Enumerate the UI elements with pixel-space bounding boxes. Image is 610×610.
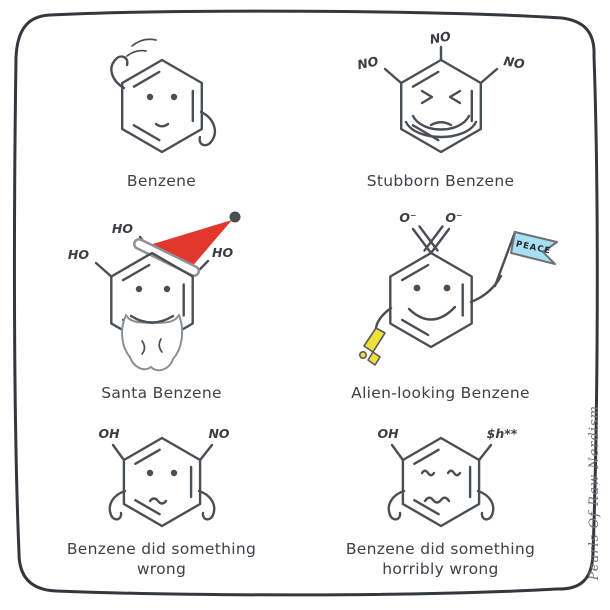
- carboxylate-double-bonds: [411, 225, 450, 255]
- right-arm: [197, 489, 215, 521]
- left-eye: [135, 285, 142, 293]
- substituent-label: OH: [377, 426, 399, 441]
- panel-grid: Benzene NO NO NO: [22, 20, 580, 586]
- beard-squiggles: [140, 338, 163, 355]
- santa-hat: [132, 211, 240, 277]
- substituent-label: NO: [208, 426, 229, 441]
- squeezed-eyes: [420, 89, 461, 105]
- frown-mouth: [429, 121, 452, 127]
- right-arm: [476, 489, 494, 521]
- caption: Benzene did something wrong: [66, 540, 257, 579]
- hat-brim-white: [135, 240, 197, 275]
- benzene-ring: [120, 58, 203, 154]
- double-bond: [132, 70, 160, 88]
- gun-handle: [366, 351, 381, 366]
- panel-benzene-wrong: OH NO Benzene did somethin: [22, 404, 301, 582]
- mouth: [154, 122, 169, 128]
- substituent-label: HO: [212, 245, 233, 260]
- panel-santa-benzene: HO HO HO: [22, 192, 301, 404]
- anxious-face: [420, 469, 461, 504]
- hexagon: [120, 58, 203, 154]
- face: [146, 93, 177, 128]
- flag-arm: [469, 274, 502, 304]
- face: [407, 284, 456, 321]
- substituent-label: NO: [502, 53, 526, 71]
- benzene-ring: [399, 58, 482, 154]
- gun-muzzle: [358, 351, 367, 360]
- substituent-bonds: [111, 443, 213, 462]
- hat-pompom: [229, 211, 240, 223]
- peace-flag: PEACE: [469, 230, 558, 304]
- benzene-ring: [388, 251, 473, 349]
- substituent-label: HO: [111, 221, 132, 236]
- motion-lines: [125, 38, 157, 57]
- panel-stubborn-benzene: NO NO NO Stubborn Be: [301, 20, 580, 192]
- substituent-label: $h**: [486, 426, 517, 441]
- panel-alien-benzene: O⁻ O⁻ PEACE: [301, 192, 580, 404]
- right-eye: [446, 469, 461, 477]
- trembling-mouth: [423, 496, 450, 504]
- panel-benzene-horribly-wrong: OH $h** Benzene did someth: [301, 404, 580, 582]
- left-eye: [420, 469, 435, 477]
- right-arm: [198, 110, 216, 147]
- santa-benzene-figure: HO HO HO: [67, 211, 240, 372]
- substituent-label: O⁻: [445, 210, 462, 225]
- arms: [387, 489, 494, 521]
- left-eye: [420, 89, 433, 105]
- caption: Stubborn Benzene: [366, 172, 515, 190]
- border-path: [12, 9, 599, 597]
- worried-benzene-figure: OH NO: [98, 426, 229, 528]
- double-bond: [132, 124, 160, 142]
- caption: Alien-looking Benzene: [351, 384, 530, 402]
- face: [146, 469, 177, 505]
- waving-left-arm: [109, 55, 128, 90]
- ray-gun: [358, 306, 392, 366]
- crossed-arms: [404, 114, 477, 139]
- flag-pennant: [509, 231, 558, 265]
- caption: Santa Benzene: [101, 384, 222, 402]
- caption: Benzene: [126, 172, 197, 190]
- panel-benzene: Benzene: [22, 20, 301, 192]
- benzene-ring: [122, 436, 201, 528]
- right-eye: [170, 93, 177, 101]
- left-eye: [146, 469, 153, 477]
- right-eye: [170, 469, 177, 477]
- gun-barrel: [362, 327, 386, 353]
- arms: [108, 489, 215, 521]
- benzene-ring: [401, 436, 480, 528]
- substituent-label: NO: [355, 53, 379, 72]
- mustache: [129, 314, 174, 324]
- artist-watermark: Pearls Of Raw Nerdism: [587, 404, 602, 580]
- substituent-label: OH: [98, 426, 120, 441]
- right-eye: [448, 89, 461, 105]
- substituent-label: HO: [67, 247, 88, 262]
- big-smile: [407, 305, 456, 321]
- santa-beard: [120, 314, 183, 372]
- worried-mouth: [148, 497, 167, 505]
- substituent-bonds: [390, 443, 492, 462]
- left-arm: [108, 489, 126, 521]
- panicked-benzene-figure: OH $h**: [377, 426, 517, 528]
- substituent-bonds: [383, 45, 498, 85]
- right-eye: [163, 285, 170, 293]
- alien-benzene-figure: O⁻ O⁻ PEACE: [358, 210, 558, 366]
- left-eye: [413, 284, 420, 292]
- caption: Benzene did something horribly wrong: [345, 540, 536, 579]
- left-arm: [387, 489, 405, 521]
- stubborn-benzene-figure: NO NO NO: [355, 28, 526, 154]
- flag-pole: [493, 230, 516, 288]
- substituent-label: O⁻: [399, 210, 416, 225]
- substituent-label: NO: [428, 28, 452, 46]
- left-eye: [146, 93, 153, 101]
- benzene-figure: [109, 38, 216, 154]
- right-eye: [443, 284, 450, 292]
